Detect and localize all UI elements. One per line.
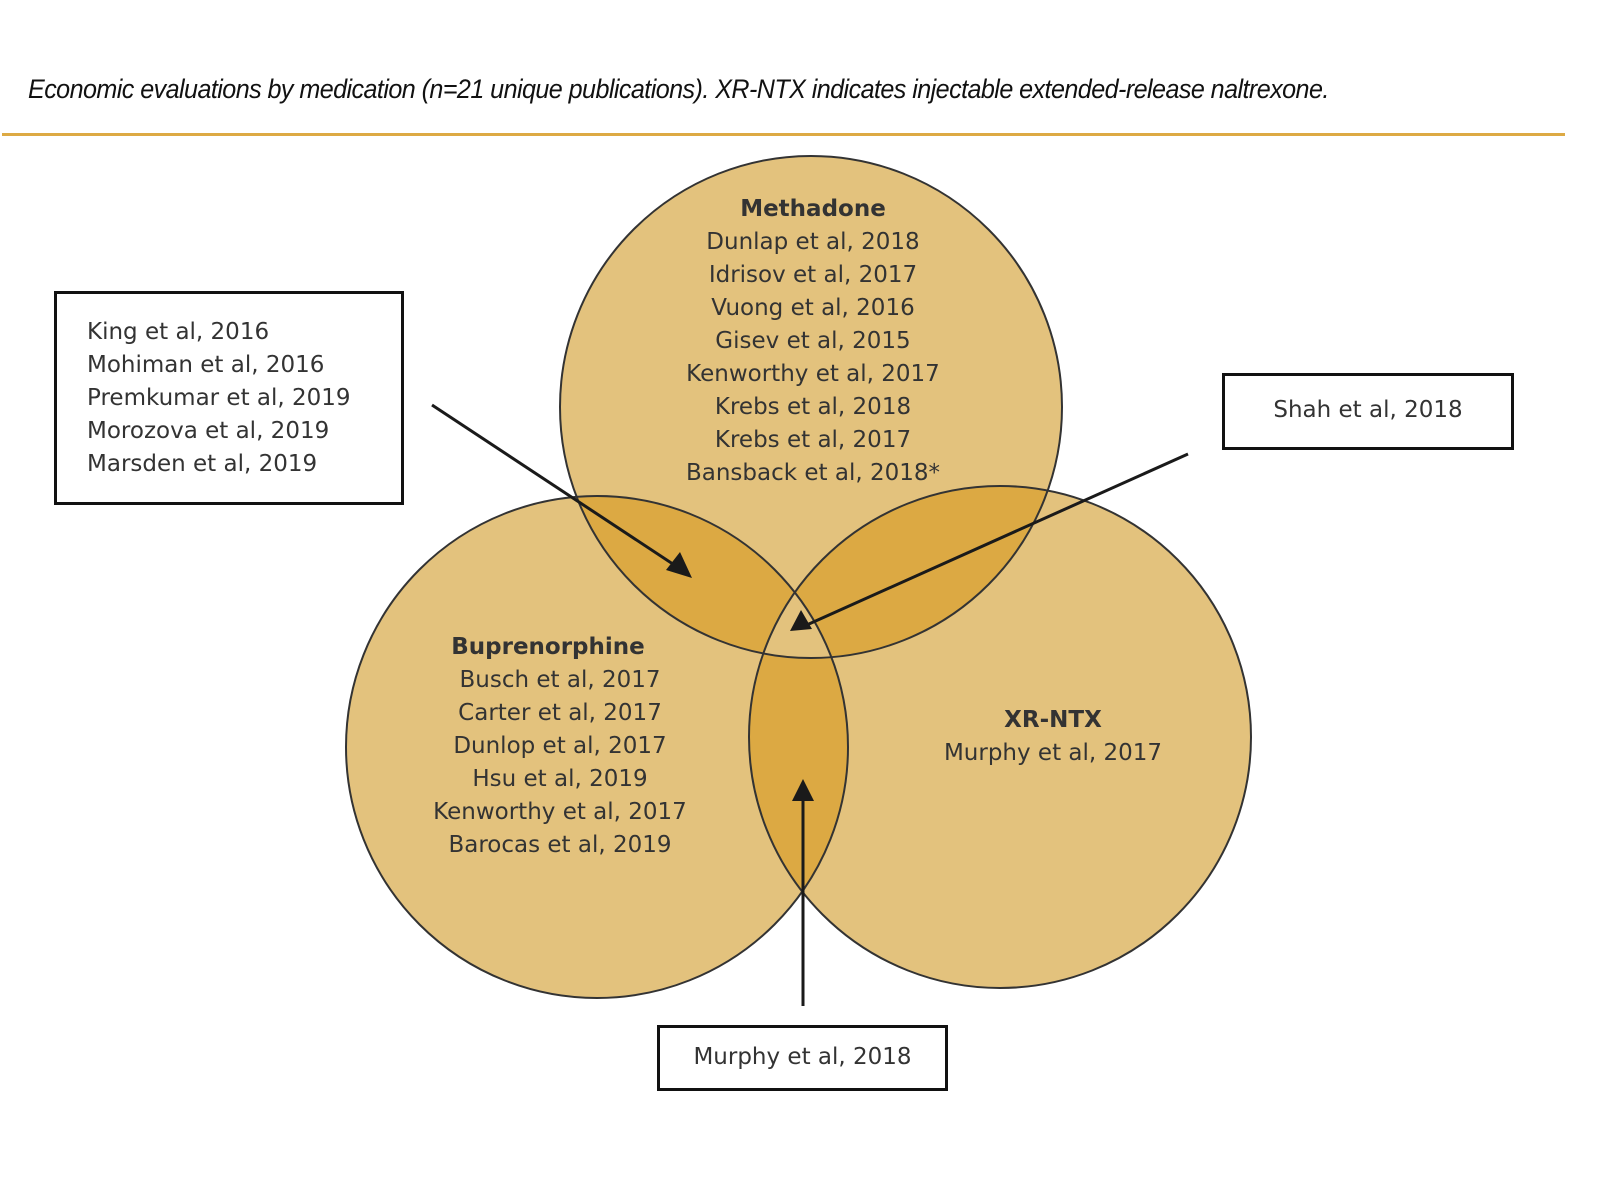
- reference-item: Krebs et al, 2018: [714, 394, 912, 420]
- reference-item: King et al, 2016: [87, 319, 270, 345]
- reference-item: Vuong et al, 2016: [711, 295, 915, 321]
- reference-item: Murphy et al, 2018: [693, 1044, 912, 1070]
- reference-item: Marsden et al, 2019: [87, 451, 318, 477]
- buprenorphine-circle: [345, 495, 849, 999]
- reference-item: Kenworthy et al, 2017: [686, 361, 940, 387]
- reference-item: Premkumar et al, 2019: [87, 385, 351, 411]
- arrowhead-icon: [666, 552, 692, 578]
- set-name: XR-NTX: [1004, 707, 1102, 733]
- xrntx-circle: [748, 485, 1252, 989]
- arrowhead-icon: [790, 610, 812, 631]
- methadone-buprenorphine-overlap: [560, 496, 848, 658]
- reference-item: Shah et al, 2018: [1273, 397, 1463, 423]
- arrow-methadone-xrntx: [799, 452, 1189, 630]
- reference-item: Bansback et al, 2018*: [685, 460, 941, 486]
- reference-item: Mohiman et al, 2016: [87, 352, 325, 378]
- reference-item: Morozova et al, 2019: [87, 418, 330, 444]
- methadone-xrntx-box: Shah et al, 2018: [1222, 373, 1514, 450]
- methadone-xrntx-overlap: [749, 486, 1062, 658]
- reference-item: Hsu et al, 2019: [472, 766, 648, 792]
- reference-item: Dunlap et al, 2018: [706, 229, 920, 255]
- reference-item: Carter et al, 2017: [458, 700, 662, 726]
- reference-item: Busch et al, 2017: [459, 667, 661, 693]
- divider: [2, 133, 1565, 136]
- set-name: Methadone: [740, 196, 886, 222]
- arrowhead-icon: [792, 779, 814, 801]
- reference-item: Krebs et al, 2017: [714, 427, 912, 453]
- reference-item: Kenworthy et al, 2017: [433, 799, 687, 825]
- xrntx-label: XR-NTX Murphy et al, 2017: [944, 704, 1162, 770]
- reference-item: Dunlop et al, 2017: [453, 733, 667, 759]
- set-name: Buprenorphine: [451, 634, 645, 660]
- reference-item: Barocas et al, 2019: [448, 832, 672, 858]
- reference-item: Idrisov et al, 2017: [708, 262, 918, 288]
- methadone-circle: [559, 155, 1063, 659]
- reference-item: Gisev et al, 2015: [715, 328, 911, 354]
- figure-caption: Economic evaluations by medication (n=21…: [28, 74, 1329, 104]
- reference-item: Murphy et al, 2017: [943, 740, 1163, 766]
- buprenorphine-xrntx-box: Murphy et al, 2018: [657, 1025, 948, 1091]
- arrow-methadone-buprenorphine: [431, 403, 689, 576]
